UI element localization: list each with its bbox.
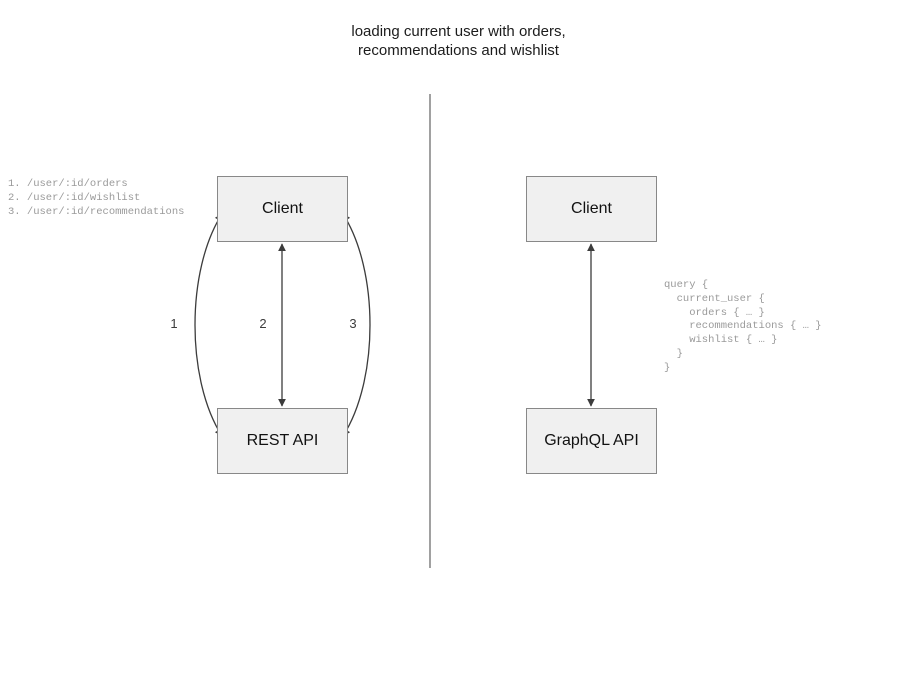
node-client-rest-label: Client — [262, 200, 303, 217]
edge-label-3: 3 — [349, 316, 357, 331]
node-client-rest[interactable]: Client — [217, 176, 348, 242]
edge-label-1: 1 — [170, 316, 178, 331]
page-title: loading current user with orders, recomm… — [351, 23, 566, 59]
node-client-graphql[interactable]: Client — [526, 176, 657, 242]
rest-endpoints-list: 1. /user/:id/orders 2. /user/:id/wishlis… — [8, 178, 185, 218]
graphql-query-snippet: query { current_user { orders { … } reco… — [664, 279, 822, 374]
edge-rest-1 — [194, 213, 223, 437]
edge-rest-3 — [342, 213, 371, 437]
edge-label-2: 2 — [259, 316, 267, 331]
node-graphql-api-label: GraphQL API — [544, 432, 639, 449]
node-graphql-api[interactable]: GraphQL API — [526, 408, 657, 474]
node-client-graphql-label: Client — [571, 200, 612, 217]
node-rest-api-label: REST API — [246, 432, 319, 449]
node-rest-api[interactable]: REST API — [217, 408, 348, 474]
